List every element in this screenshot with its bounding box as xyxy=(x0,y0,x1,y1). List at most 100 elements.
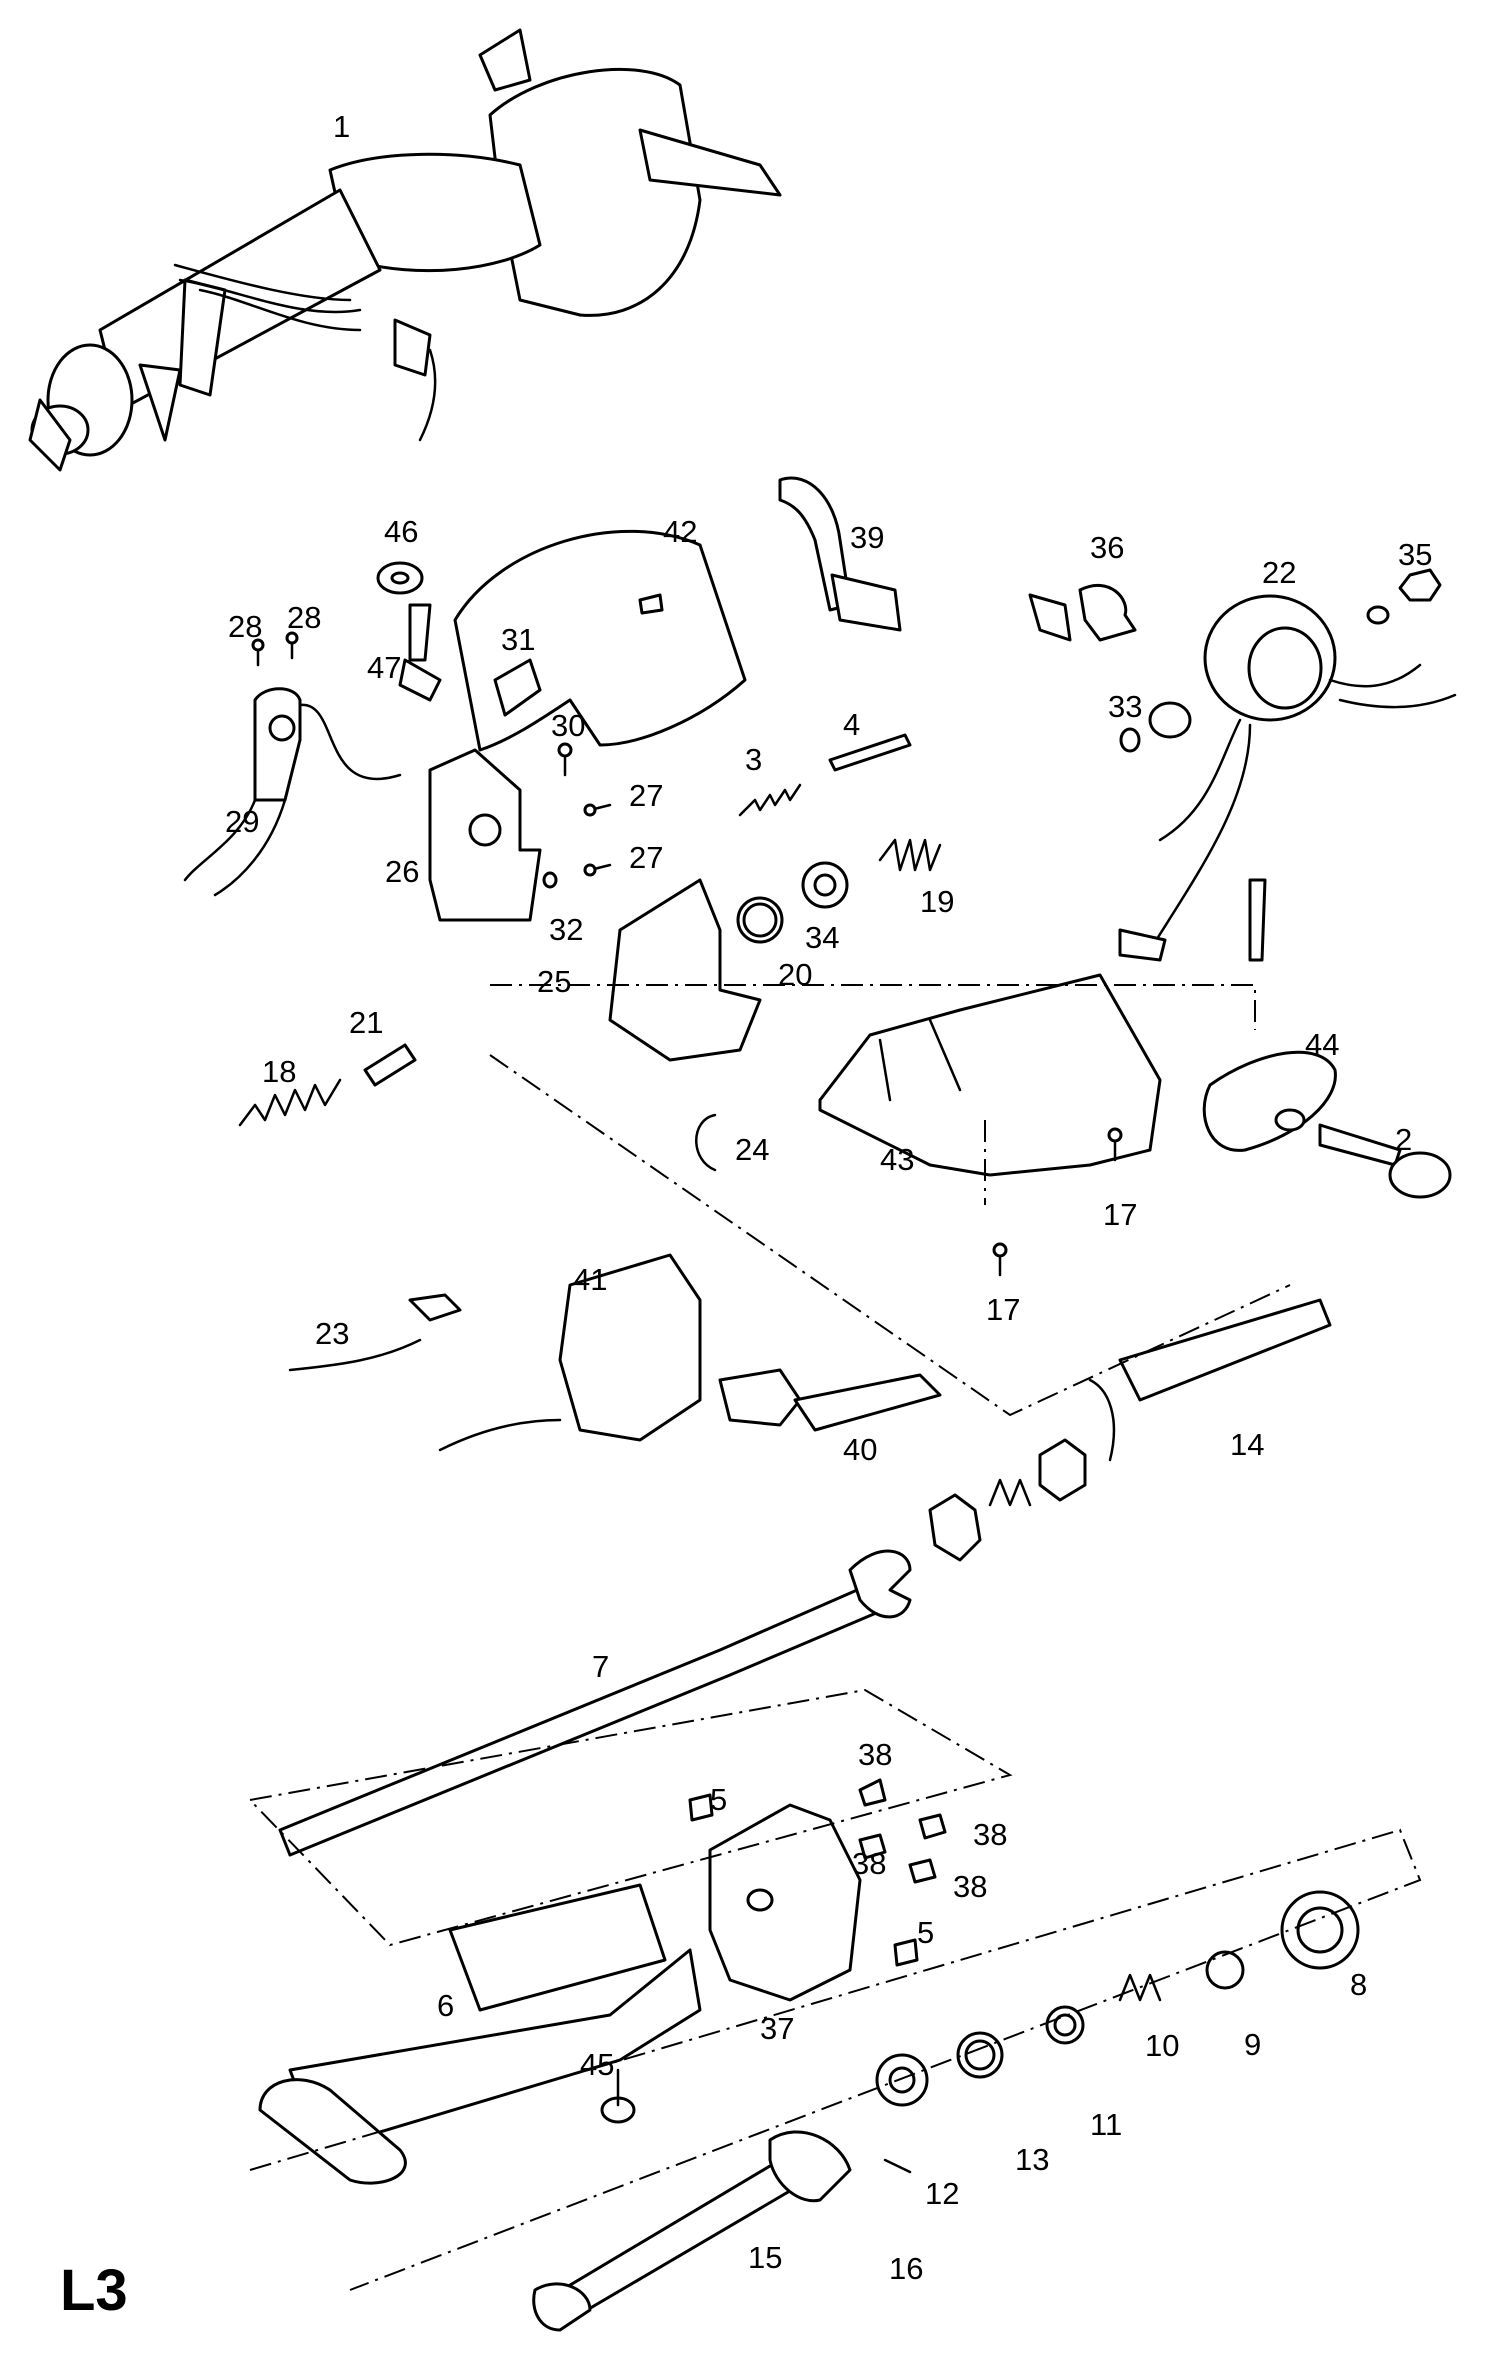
part-3-spring xyxy=(738,783,802,817)
callout-16: 16 xyxy=(889,2251,923,2286)
callout-5: 5 xyxy=(710,1782,727,1817)
part-42-upper-cover xyxy=(453,529,747,752)
callout-3: 3 xyxy=(745,742,762,777)
callout-25: 25 xyxy=(537,964,571,999)
callout-2: 2 xyxy=(1395,1122,1412,1157)
callout-38: 38 xyxy=(973,1817,1007,1852)
callout-19: 19 xyxy=(920,884,954,919)
part-17-screw xyxy=(992,1127,1123,1277)
part-10-spring xyxy=(1118,1973,1162,2002)
callout-38: 38 xyxy=(858,1737,892,1772)
part-31-bolt xyxy=(493,658,542,717)
part-33-o-ring xyxy=(1119,701,1192,753)
part-18-spring xyxy=(238,1078,342,1127)
part-38-bolt xyxy=(858,1778,947,1884)
callout-43: 43 xyxy=(880,1142,914,1177)
part-14-steering-shaft-upper xyxy=(1088,1298,1332,1462)
callout-5: 5 xyxy=(917,1915,934,1950)
shaft-parts-nut-spring xyxy=(928,1438,1087,1562)
part-25-lock-cylinder-housing xyxy=(608,878,762,1062)
part-27-screw xyxy=(583,803,612,877)
callout-6: 6 xyxy=(437,1988,454,2023)
part-23-wiring-lead xyxy=(288,1293,462,1372)
part-47-ignition-pin xyxy=(398,603,442,702)
part-19-spring xyxy=(878,838,942,872)
callout-27: 27 xyxy=(629,778,663,813)
callout-35: 35 xyxy=(1398,537,1432,572)
part-24-circlip xyxy=(695,1113,717,1172)
part-44-gaiter xyxy=(1202,1050,1337,1152)
part-29-switch-housing xyxy=(183,687,402,897)
part-12-washer xyxy=(875,2053,929,2107)
part-46-washer xyxy=(376,561,424,595)
callout-21: 21 xyxy=(349,1005,383,1040)
part-15-lower-shaft-universal-joint xyxy=(532,2130,852,2332)
part-22-contact-unit xyxy=(1118,594,1457,962)
part-11-washer xyxy=(1045,2005,1085,2045)
callout-18: 18 xyxy=(262,1054,296,1089)
callout-17: 17 xyxy=(1103,1197,1137,1232)
callout-40: 40 xyxy=(843,1432,877,1467)
part-41-switch-housing xyxy=(558,1253,702,1442)
callout-44: 44 xyxy=(1305,1027,1339,1062)
callout-22: 22 xyxy=(1262,555,1296,590)
callout-34: 34 xyxy=(805,920,839,955)
part-37-bracket xyxy=(708,1803,862,2002)
callout-17: 17 xyxy=(986,1292,1020,1327)
callout-45: 45 xyxy=(580,2047,614,2082)
part-35-nut xyxy=(1398,568,1442,602)
callout-38: 38 xyxy=(953,1869,987,1904)
callout-31: 31 xyxy=(501,622,535,657)
callout-36: 36 xyxy=(1090,530,1124,565)
part-7-intermediate-shaft xyxy=(278,1549,912,1857)
callout-42: 42 xyxy=(663,514,697,549)
callout-41: 41 xyxy=(573,1262,607,1297)
callout-14: 14 xyxy=(1230,1427,1264,1462)
part-36-clip xyxy=(1028,583,1137,642)
part-30-screw xyxy=(557,742,573,777)
part-32-o-ring xyxy=(542,871,558,889)
part-40-indicator-switch xyxy=(438,1368,942,1452)
part-26-lock-housing xyxy=(428,748,542,922)
callout-33: 33 xyxy=(1108,689,1142,724)
callout-4: 4 xyxy=(843,707,860,742)
callout-38: 38 xyxy=(852,1846,886,1881)
part-43-lower-cover xyxy=(818,973,1162,1177)
part-5-bush xyxy=(688,1793,919,1967)
part-9-bearing xyxy=(1205,1950,1245,1990)
callout-30: 30 xyxy=(551,708,585,743)
callout-1: 1 xyxy=(333,109,350,144)
callout-24: 24 xyxy=(735,1132,769,1167)
callout-13: 13 xyxy=(1015,2142,1049,2177)
part-8-bearing-race xyxy=(1280,1890,1360,1970)
callout-10: 10 xyxy=(1145,2028,1179,2063)
callout-28: 28 xyxy=(287,600,321,635)
part-2-lever-knob xyxy=(1318,1123,1452,1199)
callout-27: 27 xyxy=(629,840,663,875)
callout-20: 20 xyxy=(778,957,812,992)
part-21-pin xyxy=(363,1043,417,1087)
page-code: L3 xyxy=(60,2258,128,2323)
callout-29: 29 xyxy=(225,804,259,839)
part-45-bolt xyxy=(600,2068,636,2124)
callout-32: 32 xyxy=(549,912,583,947)
part-16-bolt xyxy=(883,2158,912,2174)
assembly-guide-lines xyxy=(247,984,1422,2291)
callout-23: 23 xyxy=(315,1316,349,1351)
part-34-ring xyxy=(801,861,849,909)
part-20-sleeve xyxy=(736,896,784,944)
callout-47: 47 xyxy=(367,650,401,685)
callout-46: 46 xyxy=(384,514,418,549)
callout-7: 7 xyxy=(592,1649,609,1684)
callout-37: 37 xyxy=(760,2011,794,2046)
callout-9: 9 xyxy=(1244,2027,1261,2062)
callout-8: 8 xyxy=(1350,1967,1367,2002)
part-4-lock-pin xyxy=(828,733,912,772)
callout-26: 26 xyxy=(385,854,419,889)
callout-12: 12 xyxy=(925,2176,959,2211)
part-39-wiper-switch xyxy=(778,476,902,632)
callout-28: 28 xyxy=(228,609,262,644)
callout-15: 15 xyxy=(748,2240,782,2275)
